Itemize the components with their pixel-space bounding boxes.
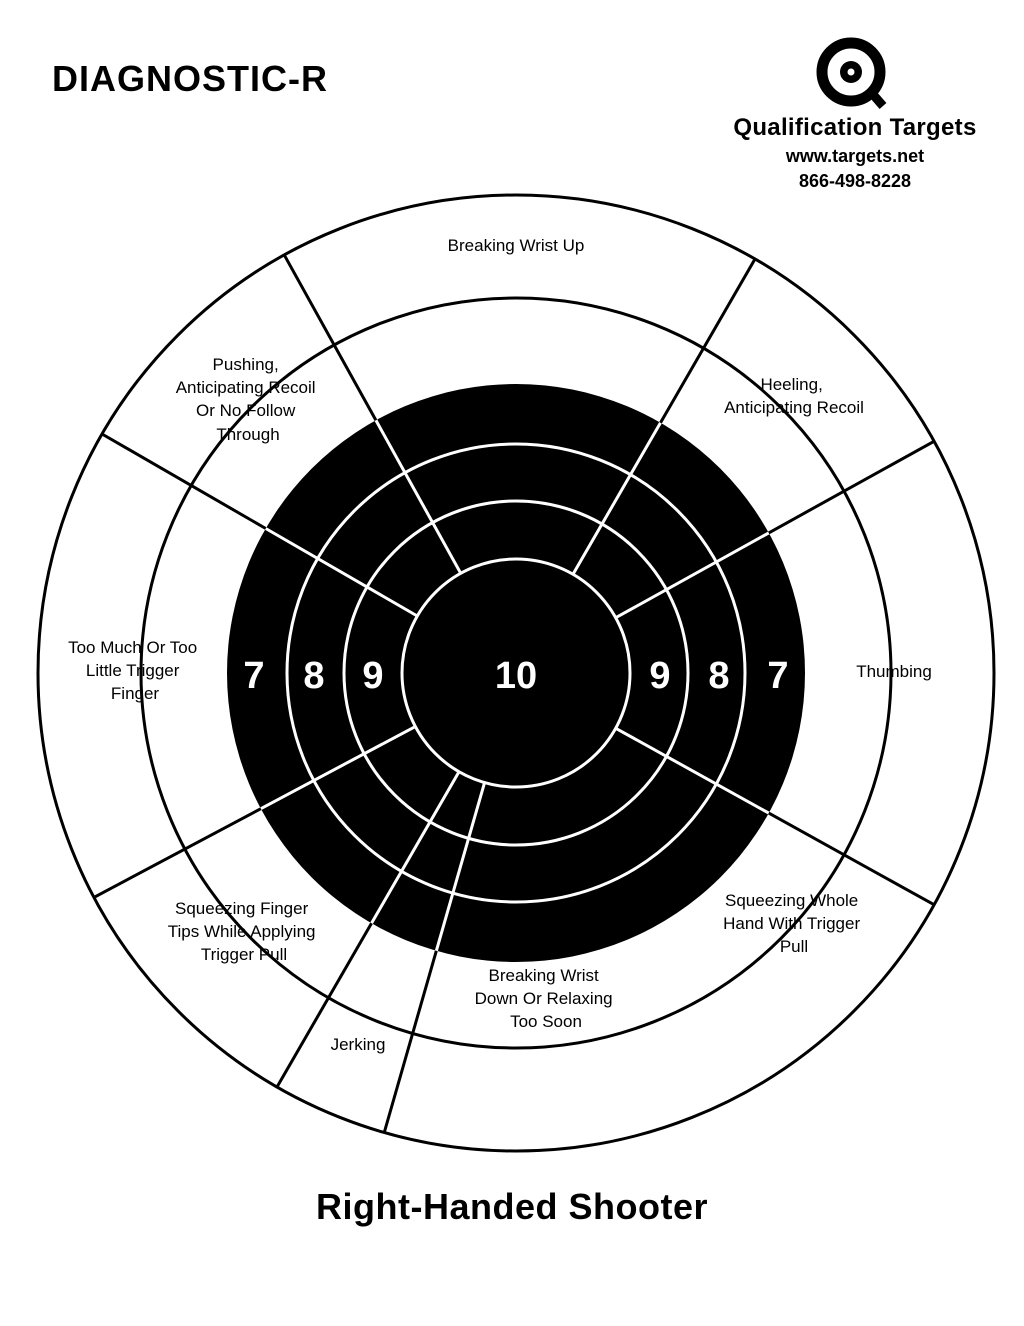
zone-divider-line (260, 725, 417, 811)
brand-name: Qualification Targets (733, 114, 977, 141)
zone-divider-line (374, 419, 463, 575)
zone-label-right: Thumbing (856, 662, 932, 681)
zone-divider-line (768, 811, 935, 907)
zone-divider-line (282, 254, 378, 421)
zone-divider-line (614, 531, 770, 620)
score-left-9: 9 (362, 655, 383, 697)
zone-divider-line (434, 782, 487, 952)
zone-divider-line (659, 258, 757, 424)
zone-label-top: Breaking Wrist Up (448, 236, 585, 255)
target-q-logo-icon (816, 37, 887, 109)
zone-dividers (93, 254, 935, 1133)
score-left-8: 8 (303, 655, 324, 697)
zone-label-bottom: Breaking Wrist Down Or Relaxing Too Soon (475, 966, 618, 1031)
shooter-handedness-label: Right-Handed Shooter (316, 1186, 708, 1227)
zone-label-upper-right: Heeling, Anticipating Recoil (724, 375, 864, 417)
ring-9-10 (400, 557, 632, 789)
brand-website: www.targets.net (785, 146, 925, 166)
zone-label-left: Too Much Or Too Little Trigger Finger (68, 638, 202, 703)
ring-7-8 (285, 442, 747, 904)
zone-label-lower-left: Squeezing Finger Tips While Applying Tri… (168, 899, 320, 964)
zone-divider-line (264, 527, 419, 618)
brand-block: Qualification Targets www.targets.net 86… (690, 36, 1020, 192)
zone-label-lower-right: Squeezing Whole Hand With Trigger Pull (723, 891, 865, 956)
page-title: DIAGNOSTIC-R (52, 58, 328, 99)
zone-divider-line (768, 439, 935, 535)
zone-divider-line (93, 807, 262, 899)
black-scoring-disc (227, 384, 805, 962)
ring-8-9 (342, 499, 690, 847)
zone-label-upper-left: Pushing, Anticipating Recoil Or No Follo… (176, 355, 321, 444)
score-right-7: 7 (767, 655, 788, 697)
zone-label-jerking: Jerking (331, 1035, 386, 1054)
zone-divider-line (382, 950, 438, 1133)
zone-divider-line (571, 421, 662, 576)
zone-divider-line (370, 770, 461, 925)
score-left-7: 7 (243, 655, 264, 697)
zone-divider-line (614, 726, 770, 815)
zone-divider-line (275, 922, 373, 1088)
score-right-9: 9 (649, 655, 670, 697)
zone-divider-line (101, 432, 267, 530)
brand-phone: 866-498-8228 (798, 171, 912, 191)
score-right-8: 8 (708, 655, 729, 697)
score-center-10: 10 (495, 655, 537, 697)
